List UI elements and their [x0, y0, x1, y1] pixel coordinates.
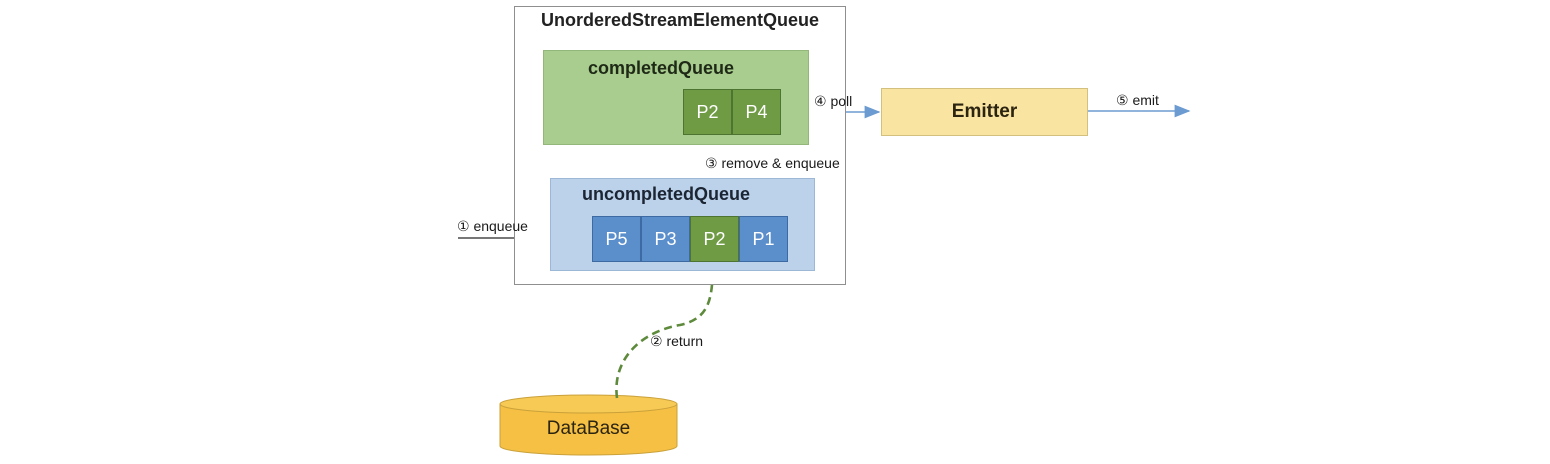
uncompleted-queue-title: uncompletedQueue: [581, 184, 751, 204]
database-cylinder-top: [499, 394, 678, 414]
completed-cell: P2: [683, 89, 732, 135]
completed-queue-title: completedQueue: [587, 58, 735, 78]
completed-cell: P4: [732, 89, 781, 135]
uncompleted-cell: P2: [690, 216, 739, 262]
emitter-box: Emitter: [881, 88, 1088, 136]
database-cylinder-body: [499, 403, 678, 456]
uncompleted-cell: P3: [641, 216, 690, 262]
step-enqueue-label: ① enqueue: [457, 218, 528, 234]
database-label: DataBase: [546, 418, 631, 439]
step-poll-label: ④ poll: [814, 93, 853, 109]
uncompleted-cell: P1: [739, 216, 788, 262]
step-emit-label: ⑤ emit: [1116, 92, 1159, 108]
outer-queue-title: UnorderedStreamElementQueue: [540, 10, 820, 30]
step-return-label: ② return: [650, 333, 704, 349]
step-remove-enqueue-label: ③ remove & enqueue: [705, 155, 840, 171]
return-arrow: [615, 258, 723, 399]
uncompleted-cell: P5: [592, 216, 641, 262]
